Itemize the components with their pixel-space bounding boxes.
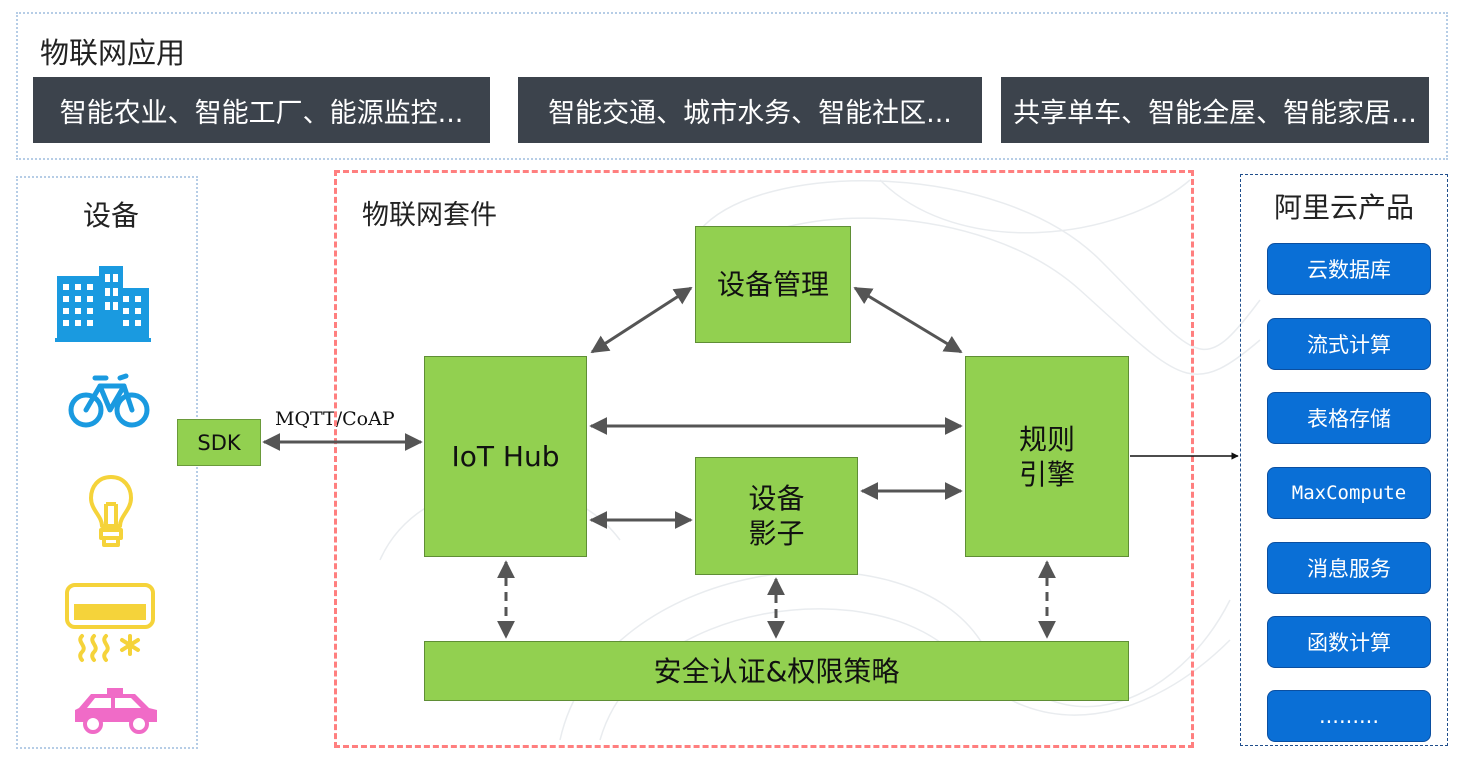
device-management-box: 设备管理 bbox=[695, 226, 851, 343]
cloud-product-maxcompute: MaxCompute bbox=[1267, 467, 1431, 519]
sdk-box: SDK bbox=[177, 419, 261, 466]
car-icon bbox=[75, 688, 157, 734]
applications-panel bbox=[16, 12, 1448, 160]
app-box-transport: 智能交通、城市水务、智能社区... bbox=[518, 77, 982, 143]
cloud-product-database: 云数据库 bbox=[1267, 243, 1431, 295]
rule-engine-box: 规则 引擎 bbox=[965, 356, 1129, 557]
security-policy-box: 安全认证&权限策略 bbox=[424, 641, 1129, 701]
lightbulb-icon bbox=[89, 475, 133, 547]
cloud-product-more: ......... bbox=[1267, 690, 1431, 742]
cloud-product-stream-computing: 流式计算 bbox=[1267, 318, 1431, 370]
iot-suite-panel bbox=[334, 170, 1194, 748]
building-icon bbox=[55, 266, 151, 342]
devices-title: 设备 bbox=[82, 199, 139, 232]
app-box-agriculture: 智能农业、智能工厂、能源监控... bbox=[33, 77, 490, 143]
iot-hub-box: IoT Hub bbox=[424, 356, 587, 557]
device-shadow-box: 设备 影子 bbox=[695, 457, 858, 575]
cloud-products-panel bbox=[1240, 174, 1448, 746]
bicycle-icon bbox=[68, 373, 150, 428]
cloud-product-function-compute: 函数计算 bbox=[1267, 616, 1431, 668]
app-box-sharing: 共享单车、智能全屋、智能家居... bbox=[1001, 77, 1429, 143]
iot-suite-title: 物联网套件 bbox=[362, 200, 497, 231]
cloud-product-message-service: 消息服务 bbox=[1267, 542, 1431, 594]
cloud-product-table-store: 表格存储 bbox=[1267, 392, 1431, 444]
applications-title: 物联网应用 bbox=[40, 36, 186, 70]
cloud-products-title: 阿里云产品 bbox=[1273, 191, 1414, 224]
air-conditioner-icon bbox=[65, 583, 155, 662]
